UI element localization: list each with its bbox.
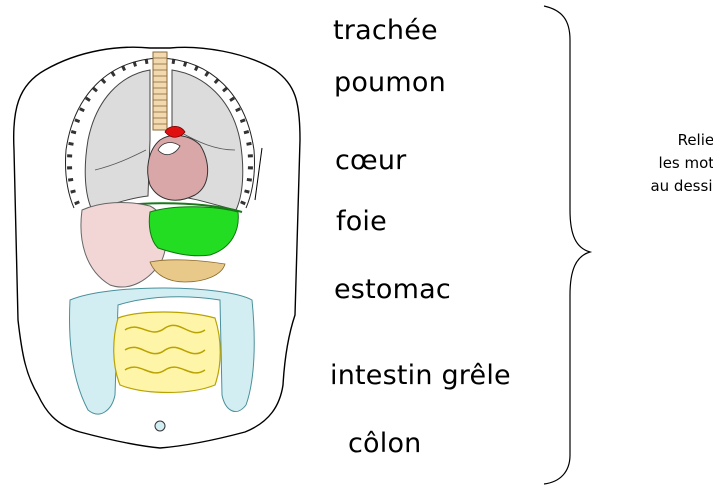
rectum (155, 421, 165, 431)
instruction-line-1: Reliez (604, 129, 713, 152)
instruction-line-3: au dessin (604, 175, 713, 198)
instruction-line-2: les mots (604, 152, 713, 175)
label-heart: cœur (335, 145, 406, 176)
small-intestine (114, 312, 221, 393)
curly-brace-path (544, 6, 590, 484)
label-lung: poumon (334, 67, 446, 98)
label-small-intestine: intestin grêle (330, 360, 511, 391)
curly-brace (538, 0, 598, 485)
instruction-text: Reliez les mots au dessin (604, 129, 713, 198)
label-stomach: estomac (334, 274, 451, 305)
label-trachea: trachée (333, 15, 438, 46)
label-liver: foie (336, 206, 387, 237)
label-colon: côlon (348, 428, 422, 459)
